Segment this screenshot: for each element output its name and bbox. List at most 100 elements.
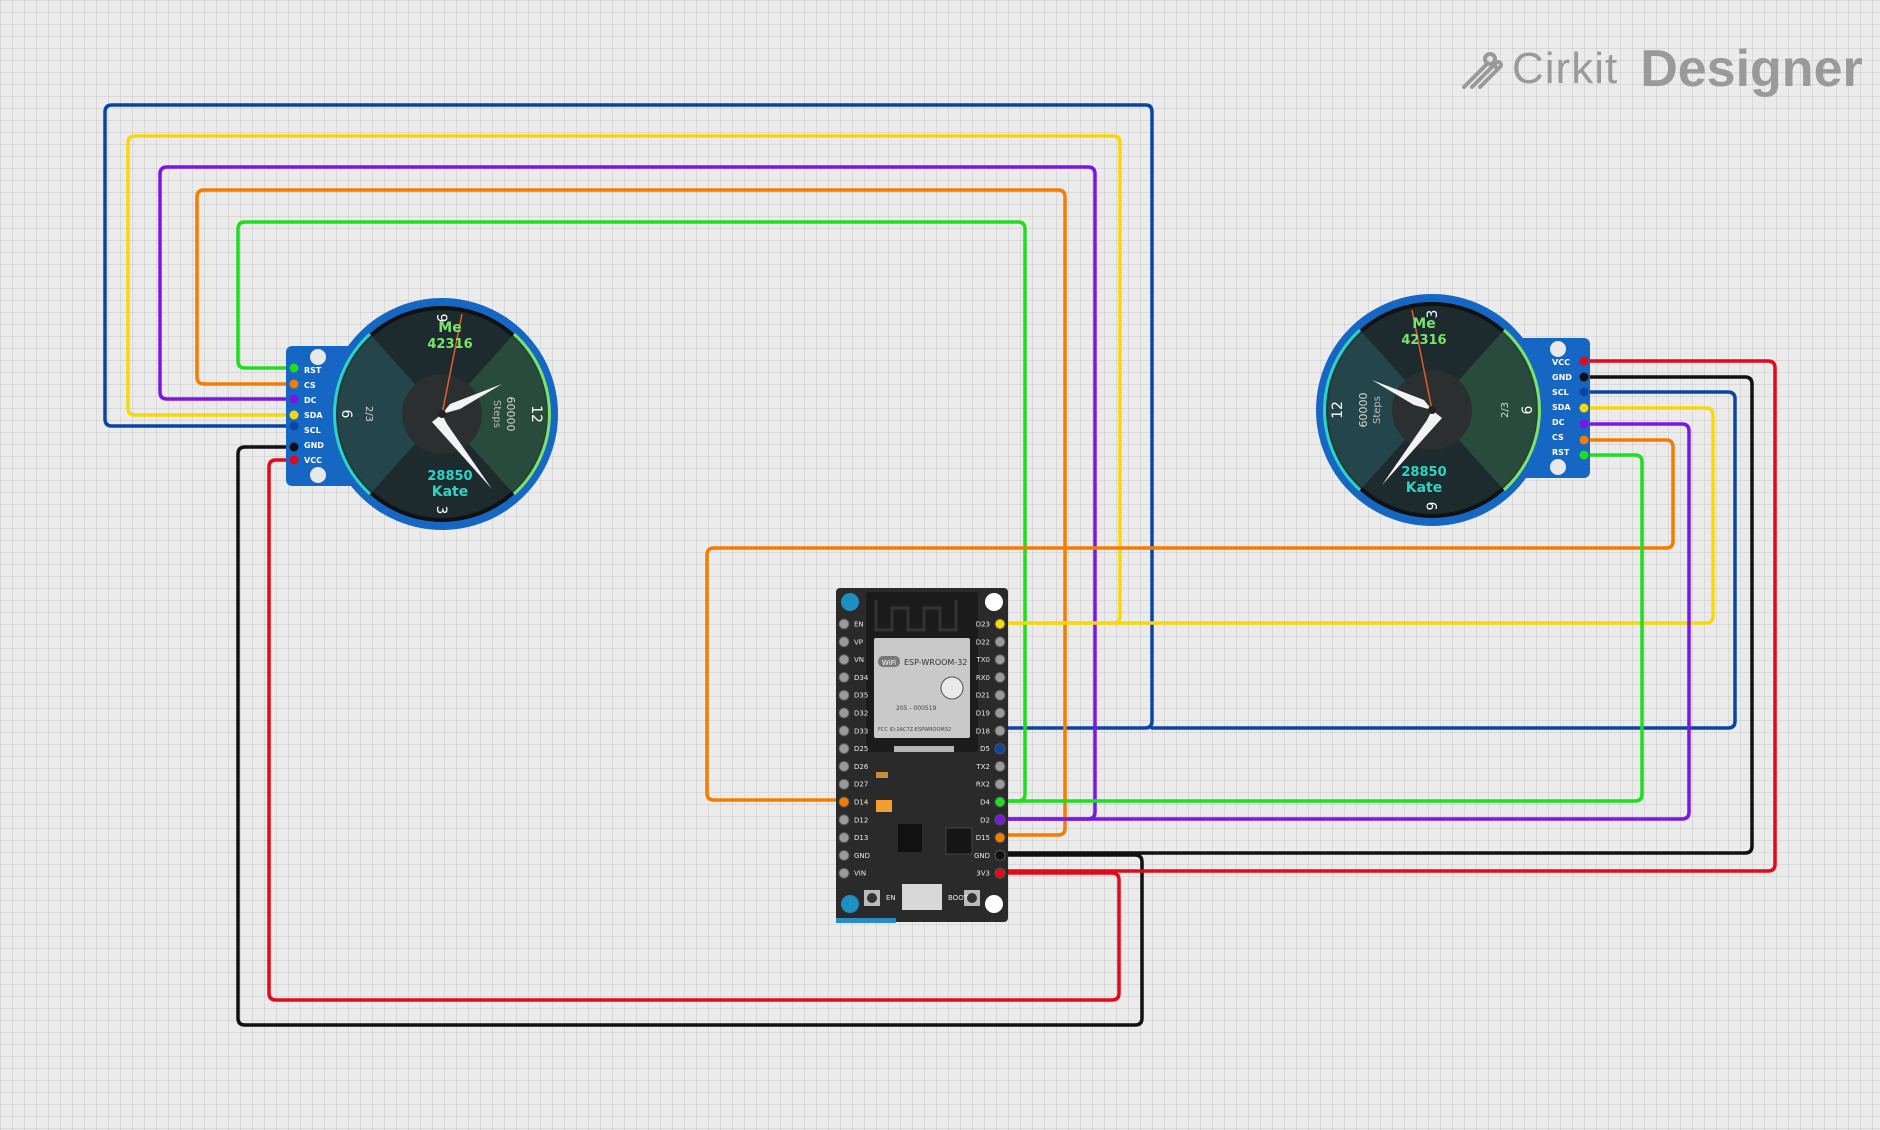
- mount-hole: [1550, 341, 1566, 357]
- wire-green-left[interactable]: [236, 220, 1027, 803]
- pin-vcc[interactable]: [1579, 356, 1589, 366]
- wire-green-right[interactable]: [1000, 453, 1644, 803]
- dial-arc-green: [1502, 328, 1541, 492]
- pin-rst[interactable]: [1579, 450, 1589, 460]
- esp32-pin-d2[interactable]: [994, 814, 1006, 826]
- esp32-pin-label: D21: [976, 692, 990, 700]
- mount-hole: [310, 467, 326, 483]
- wire-blue-right[interactable]: [1150, 390, 1737, 730]
- wire-yellow-right[interactable]: [1000, 406, 1715, 625]
- pin-gnd[interactable]: [289, 442, 299, 452]
- pin-label: SDA: [1552, 403, 1571, 412]
- esp32-pin-d27[interactable]: [838, 778, 850, 790]
- mount-hole: [1550, 459, 1566, 475]
- esp32-pin-d23[interactable]: [994, 618, 1006, 630]
- esp32-pin-d33[interactable]: [838, 725, 850, 737]
- esp32-pin-label: D27: [854, 781, 868, 789]
- pin-cs[interactable]: [1579, 435, 1589, 445]
- esp32-pin-3v3[interactable]: [994, 867, 1006, 879]
- pin-gnd[interactable]: [1579, 372, 1589, 382]
- esp32-pin-vin[interactable]: [838, 867, 850, 879]
- pin-dc[interactable]: [289, 394, 299, 404]
- esp32-pin-d32[interactable]: [838, 707, 850, 719]
- dial-red-needle: [441, 313, 463, 415]
- esp32-pin-d19[interactable]: [994, 707, 1006, 719]
- pin-vcc[interactable]: [289, 455, 299, 465]
- pin-label: SDA: [304, 411, 323, 420]
- esp32-pin-d35[interactable]: [838, 689, 850, 701]
- esp32-pin-label: D22: [976, 638, 990, 646]
- esp32-pin-label: VIN: [854, 870, 866, 878]
- esp32-pin-tx0[interactable]: [994, 654, 1006, 666]
- esp32-pin-d18[interactable]: [994, 725, 1006, 737]
- voltage-regulator: [898, 824, 922, 852]
- micro-usb-port[interactable]: [902, 884, 942, 910]
- esp32-pin-d4[interactable]: [994, 796, 1006, 808]
- wire-purple-right[interactable]: [1000, 422, 1691, 821]
- esp32-pin-en[interactable]: [838, 618, 850, 630]
- wire-purple-left[interactable]: [158, 165, 1097, 821]
- en-button-cap[interactable]: [867, 893, 877, 903]
- wire-red-left[interactable]: [267, 458, 1121, 1002]
- esp32-pin-d34[interactable]: [838, 671, 850, 683]
- mount-hole: [985, 895, 1003, 913]
- dial-numeral-9: 9: [433, 314, 449, 323]
- esp32-pin-label: D15: [976, 834, 990, 842]
- wire-blue-left[interactable]: [103, 103, 1154, 730]
- esp32-pin-vp[interactable]: [838, 636, 850, 648]
- pin-cs[interactable]: [289, 379, 299, 389]
- pin-rst[interactable]: [289, 363, 299, 373]
- wifi-badge: [878, 656, 900, 667]
- esp32-pin-d21[interactable]: [994, 689, 1006, 701]
- esp32-pin-gnd[interactable]: [838, 849, 850, 861]
- esp32-pin-label: D4: [980, 799, 990, 807]
- esp32-pin-label: GND: [974, 852, 990, 860]
- dial-center-pin: [1428, 406, 1436, 414]
- wire-red-right[interactable]: [1000, 359, 1777, 873]
- esp32-pin-d14[interactable]: [838, 796, 850, 808]
- pin-label: CS: [1552, 433, 1564, 442]
- smd-component: [876, 772, 888, 778]
- esp32-pin-label: D23: [976, 621, 990, 629]
- esp32-pin-label: D33: [854, 727, 868, 735]
- esp32-pin-label: RX0: [976, 674, 990, 682]
- dial-numeral-9: 9: [1425, 502, 1441, 511]
- esp32-pin-d13[interactable]: [838, 832, 850, 844]
- wire-black-left[interactable]: [236, 445, 1144, 1027]
- esp32-pin-d15[interactable]: [994, 832, 1006, 844]
- esp32-pin-d26[interactable]: [838, 760, 850, 772]
- pin-label: VCC: [1552, 358, 1570, 367]
- mount-hole: [985, 593, 1003, 611]
- dial-value-bottom: 28850: [427, 469, 472, 484]
- wire-orange-left[interactable]: [195, 188, 1067, 837]
- pin-dc[interactable]: [1579, 419, 1589, 429]
- pin-sda[interactable]: [289, 410, 299, 420]
- esp32-pin-d22[interactable]: [994, 636, 1006, 648]
- esp32-pin-d12[interactable]: [838, 814, 850, 826]
- display-pin-header: RST CS DC SDA SCL GND VCC: [289, 363, 324, 465]
- wire-orange-right[interactable]: [705, 438, 1675, 802]
- dial-fraction: 2/3: [1500, 402, 1511, 418]
- esp32-pin-rx0[interactable]: [994, 671, 1006, 683]
- esp32-pin-d25[interactable]: [838, 743, 850, 755]
- esp32-pin-label: D2: [980, 816, 990, 824]
- esp32-devkit[interactable]: WiFi ESP-WROOM-32 205 - 000519 FCC ID:2A…: [836, 588, 1008, 923]
- pin-sda[interactable]: [1579, 403, 1589, 413]
- wire-black-right[interactable]: [1000, 375, 1754, 855]
- pin-label: RST: [304, 366, 322, 375]
- pin-scl[interactable]: [1579, 387, 1589, 397]
- esp32-pin-d5[interactable]: [994, 743, 1006, 755]
- dial-numeral-3: 3: [433, 506, 449, 515]
- espressif-logo-icon: [940, 676, 964, 700]
- pin-scl[interactable]: [289, 421, 299, 431]
- esp32-pin-gnd[interactable]: [994, 849, 1006, 861]
- mount-hole: [841, 895, 859, 913]
- wire-yellow-left[interactable]: [126, 134, 1122, 625]
- dial-value-top: 42316: [427, 337, 472, 352]
- esp32-pin-rx2[interactable]: [994, 778, 1006, 790]
- esp32-pin-vn[interactable]: [838, 654, 850, 666]
- boot-button-cap[interactable]: [967, 893, 977, 903]
- smd-capacitor: [876, 800, 892, 812]
- esp32-pin-tx2[interactable]: [994, 760, 1006, 772]
